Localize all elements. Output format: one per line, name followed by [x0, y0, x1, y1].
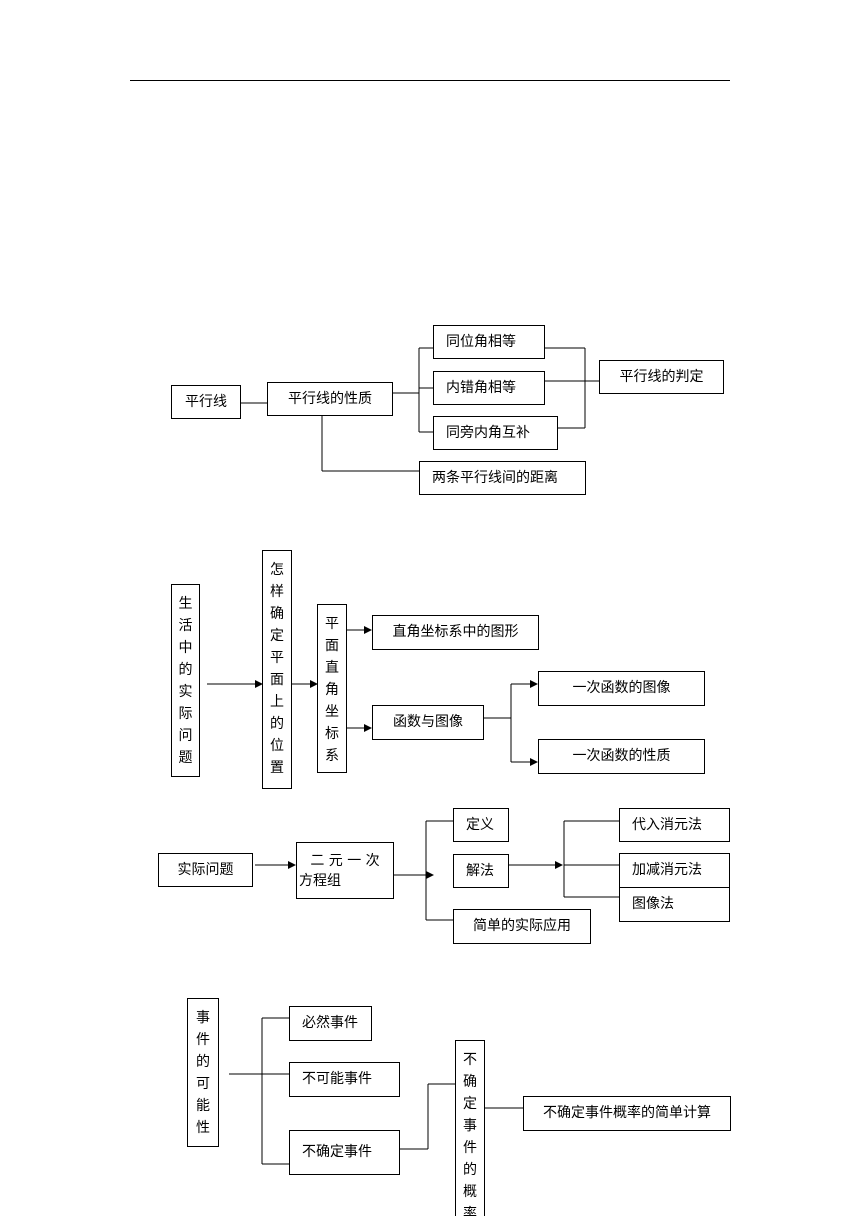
node-label: 加减消元法	[632, 862, 702, 879]
node-label: 直角坐标系中的图形	[392, 624, 519, 641]
node-label: 必然事件	[302, 1015, 358, 1032]
node-label: 图像法	[632, 896, 674, 913]
node-label: 解法	[466, 862, 494, 879]
node-impossible-event: 不可能事件	[289, 1062, 400, 1097]
node-event-possibility: 事件的可能性	[187, 998, 219, 1147]
node-label: 不确定事件的概率	[463, 1052, 477, 1216]
header-rule	[130, 80, 730, 81]
node-elimination-method: 加减消元法	[619, 853, 730, 888]
node-parallel-lines: 平行线	[171, 385, 241, 419]
node-graphical-method: 图像法	[619, 887, 730, 922]
node-label: 不确定事件概率的简单计算	[543, 1105, 711, 1122]
node-label: 代入消元法	[632, 816, 702, 833]
node-distance-between-parallels: 两条平行线间的距离	[419, 461, 586, 495]
node-locate-position: 怎样确定平面上的位置	[262, 550, 292, 789]
node-label-line2: 方程组	[299, 873, 341, 889]
node-real-life-problem: 生活中的实际问题	[171, 584, 200, 777]
node-label: 平行线	[185, 393, 227, 410]
node-certain-event: 必然事件	[289, 1006, 372, 1041]
node-corresponding-angles: 同位角相等	[433, 325, 545, 359]
node-parallel-criteria: 平行线的判定	[599, 360, 724, 394]
node-label: 不确定事件	[302, 1144, 372, 1161]
node-label: 怎样确定平面上的位置	[270, 562, 284, 776]
node-label: 函数与图像	[393, 714, 463, 731]
node-functions-and-graphs: 函数与图像	[372, 705, 484, 740]
node-label: 内错角相等	[446, 379, 516, 396]
node-label: 一次函数的图像	[572, 680, 671, 697]
node-figures-in-coordinates: 直角坐标系中的图形	[372, 615, 539, 650]
node-label: 生活中的实际问题	[178, 596, 193, 766]
node-label: 同位角相等	[446, 333, 516, 350]
node-simple-application: 简单的实际应用	[453, 909, 591, 944]
node-substitution-method: 代入消元法	[619, 808, 730, 842]
node-uncertain-event: 不确定事件	[289, 1130, 400, 1175]
node-linear-equation-system: 二 元 一 次 方程组	[296, 842, 394, 899]
node-label: 两条平行线间的距离	[432, 469, 558, 486]
node-linear-function-graph: 一次函数的图像	[538, 671, 705, 706]
node-label: 平行线的性质	[288, 390, 372, 407]
node-label: 一次函数的性质	[572, 748, 671, 765]
node-label: 实际问题	[177, 861, 234, 878]
node-label: 简单的实际应用	[473, 918, 571, 935]
node-label: 平面直角坐标系	[325, 616, 339, 764]
node-label: 不可能事件	[302, 1071, 372, 1088]
node-same-side-angles: 同旁内角互补	[433, 416, 558, 450]
node-label: 平行线的判定	[619, 368, 704, 385]
node-label: 事件的可能性	[196, 1010, 210, 1136]
node-definition: 定义	[453, 808, 509, 842]
node-label: 定义	[466, 816, 494, 833]
node-simple-probability-calc: 不确定事件概率的简单计算	[523, 1096, 731, 1131]
node-label: 同旁内角互补	[446, 424, 530, 441]
node-parallel-properties: 平行线的性质	[267, 382, 393, 416]
node-alternate-angles: 内错角相等	[433, 371, 545, 405]
node-label-line1: 二 元 一 次	[310, 853, 380, 869]
node-solution-methods: 解法	[453, 854, 509, 888]
node-coordinate-system: 平面直角坐标系	[317, 604, 347, 773]
node-real-problem: 实际问题	[158, 853, 253, 887]
node-linear-function-properties: 一次函数的性质	[538, 739, 705, 774]
node-uncertain-probability: 不确定事件的概率	[455, 1040, 485, 1216]
